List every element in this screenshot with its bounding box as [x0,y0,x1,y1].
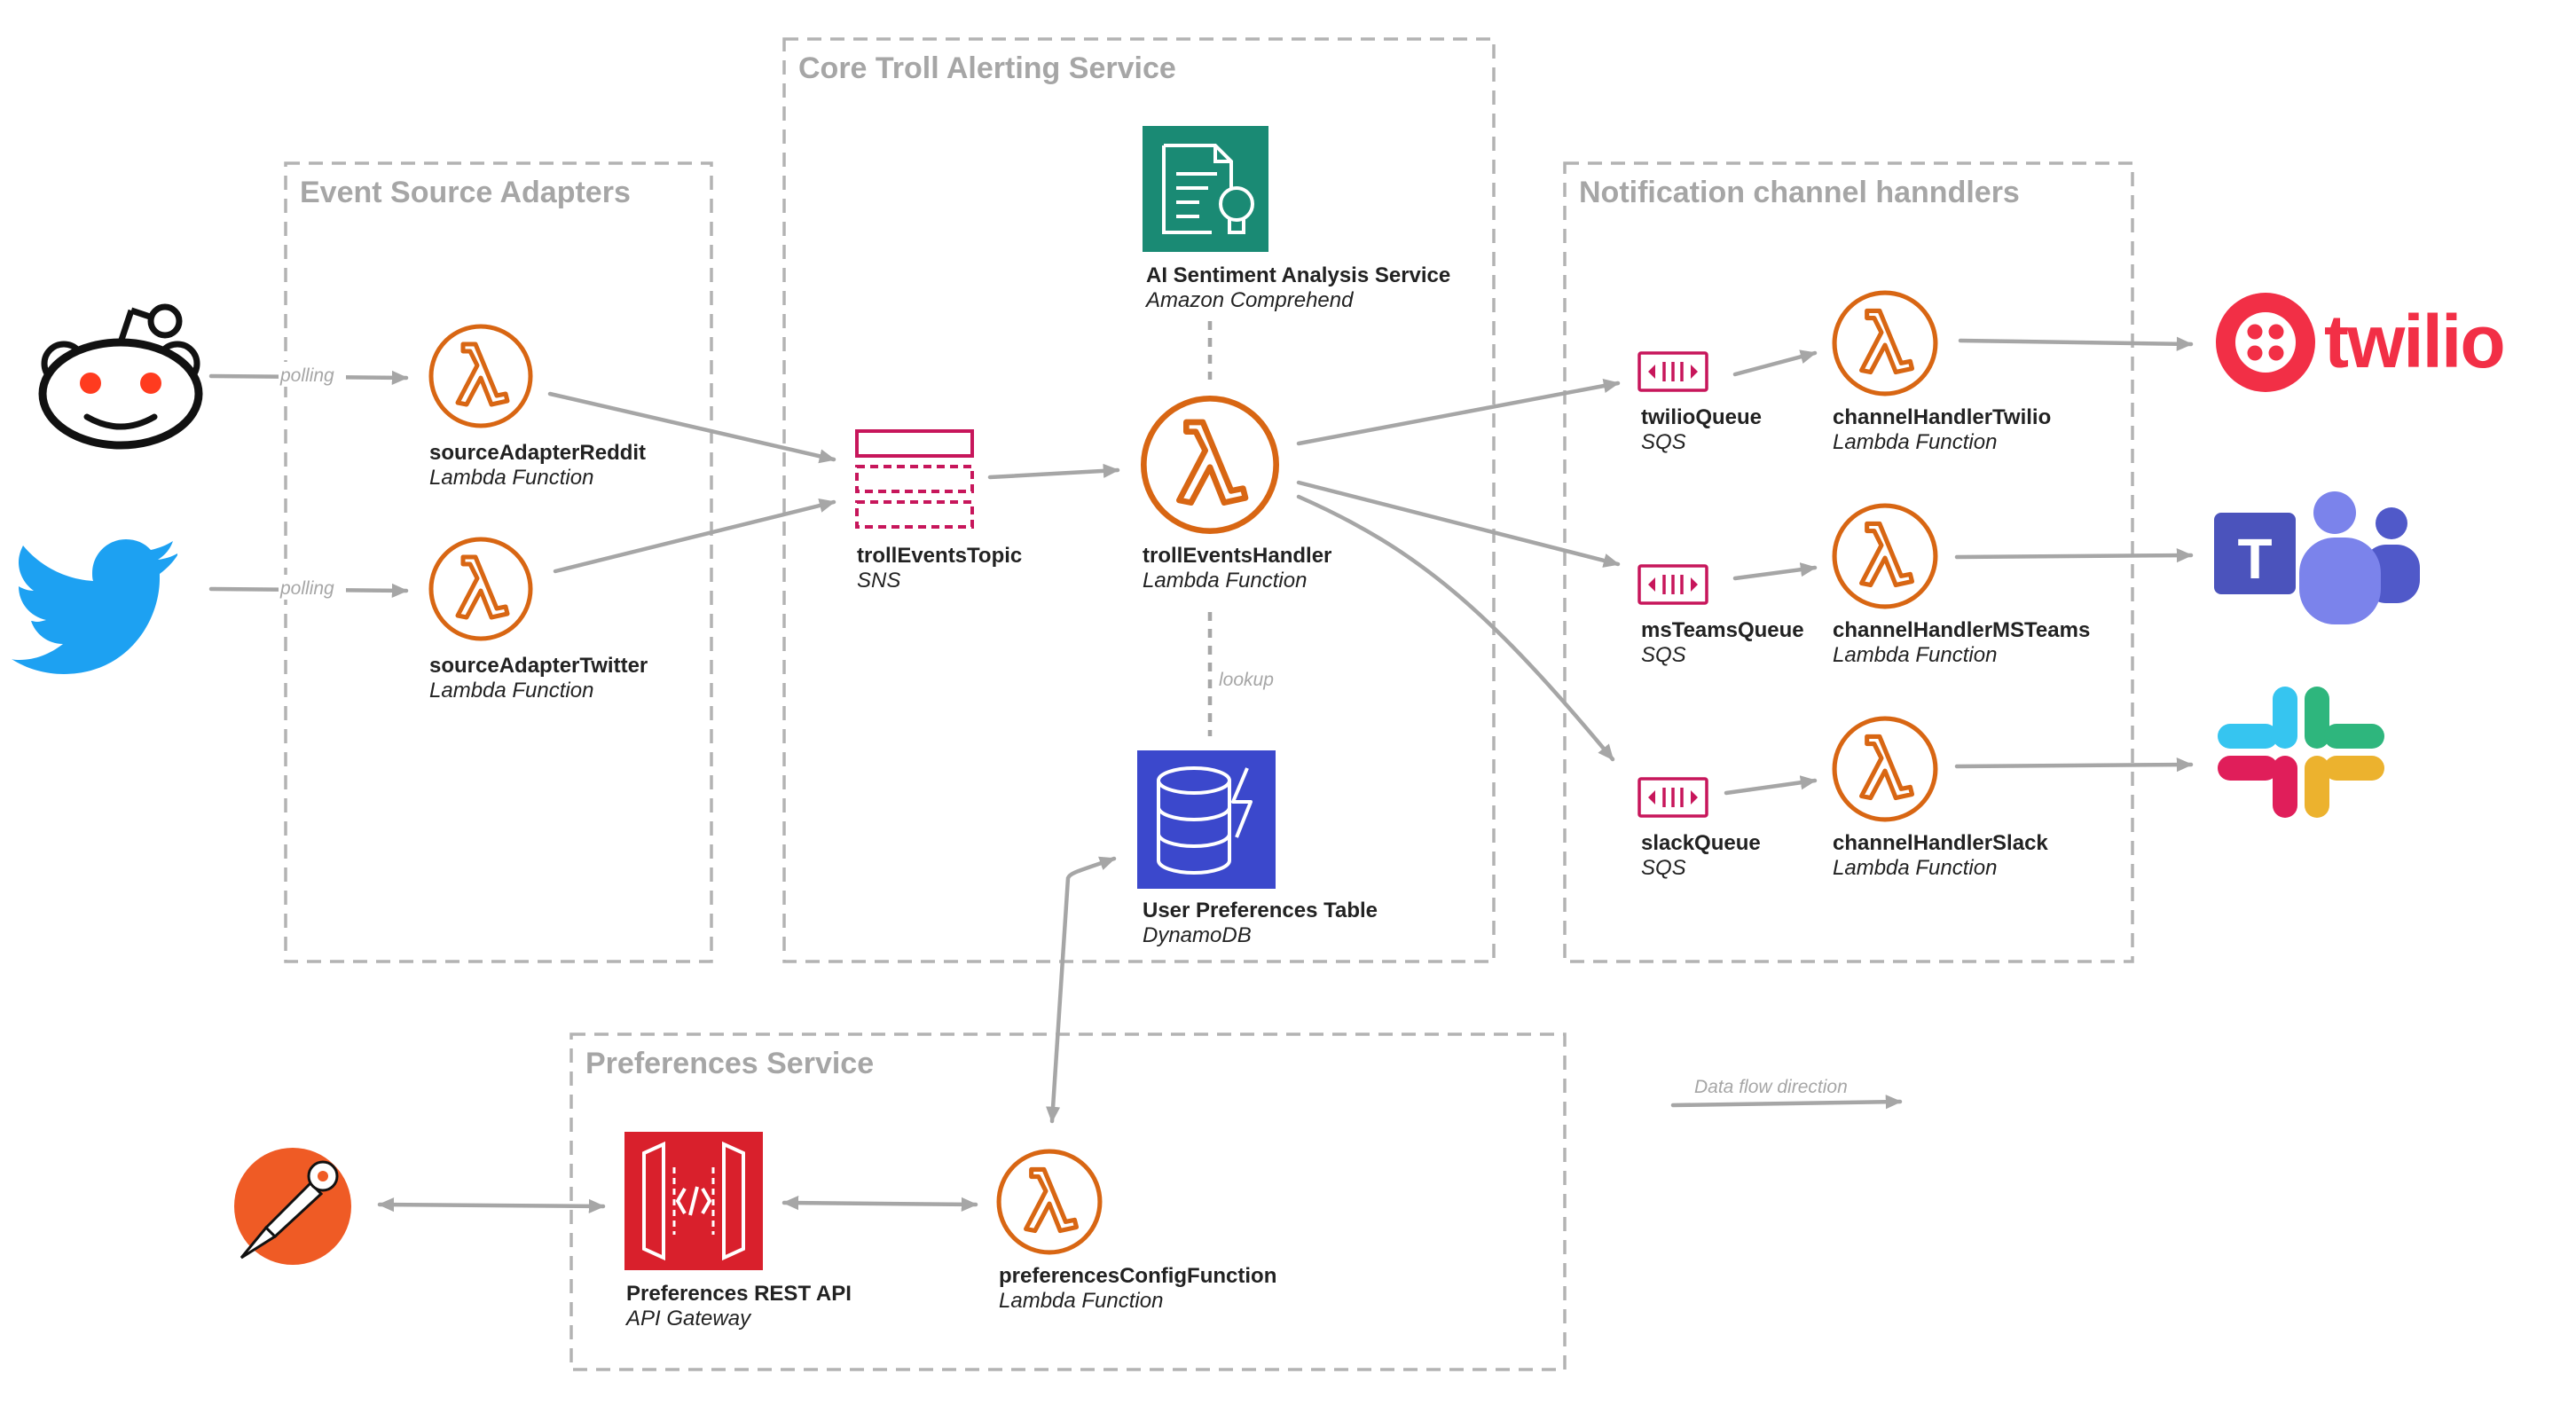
lambda-icon [1143,398,1276,530]
node-subtitle: SQS [1641,430,1686,454]
edge-topic-to-handler [987,463,1120,480]
source-adapter-reddit: sourceAdapterReddit Lambda Function [429,326,646,490]
edge-postman-api [377,1197,606,1213]
teams-letter: T [2237,527,2272,591]
lambda-icon [431,326,530,426]
edge-handler-msteams-to-teams [1954,548,2194,563]
node-title: sourceAdapterReddit [429,441,646,465]
sns-icon [855,429,974,529]
node-subtitle: Lambda Function [1833,643,1997,667]
troll-events-topic: trollEventsTopic SNS [855,429,1022,593]
edge-handler-slack-to-slack [1954,757,2194,773]
edge-source-reddit-to-topic [547,391,836,464]
node-title: twilioQueue [1641,405,1762,429]
twilio-queue: twilioQueue SQS [1637,351,1762,454]
legend-data-flow-label: Data flow direction [1694,1077,1848,1097]
edge-label-lookup: lookup [1219,670,1274,690]
sqs-icon [1637,351,1708,392]
source-adapter-twitter: sourceAdapterTwitter Lambda Function [429,539,648,702]
group-notification: Notification channel hanndlers [1563,161,2134,963]
node-subtitle: SNS [857,569,900,593]
edge-twilio-queue-to-handler [1732,349,1818,377]
group-title-notification: Notification channel hanndlers [1579,176,2020,209]
node-subtitle: SQS [1641,856,1686,880]
node-title: channelHandlerSlack [1833,831,2048,855]
svg-text:polling: polling [279,578,334,599]
node-subtitle: DynamoDB [1143,923,1252,947]
dynamodb-icon [1137,750,1276,889]
reddit-logo-icon [38,303,203,450]
lambda-icon [999,1151,1100,1252]
legend-arrow [1670,1095,1903,1110]
node-title: trollEventsHandler [1143,544,1331,568]
ms-teams-logo-icon [2214,491,2420,624]
node-subtitle: Lambda Function [1143,569,1307,593]
node-title: Preferences REST API [626,1282,852,1306]
node-title: slackQueue [1641,831,1761,855]
node-title: channelHandlerTwilio [1833,405,2051,429]
ai-sentiment-analysis: AI Sentiment Analysis Service Amazon Com… [1143,126,1450,312]
twilio-wordmark: twilio [2324,300,2504,383]
node-subtitle: API Gateway [624,1307,752,1330]
svg-text:polling: polling [279,365,334,386]
slack-queue: slackQueue SQS [1637,777,1761,880]
node-title: preferencesConfigFunction [999,1264,1276,1288]
node-subtitle: Amazon Comprehend [1144,288,1354,312]
sqs-icon [1637,564,1708,605]
node-title: AI Sentiment Analysis Service [1146,263,1450,287]
group-event-source: Event Source Adapters [284,161,713,963]
group-title-core: Core Troll Alerting Service [798,51,1176,85]
edge-label-polling-twitter: polling [279,575,346,600]
node-title: User Preferences Table [1143,899,1378,922]
channel-handler-msteams: channelHandlerMSTeams Lambda Function [1833,506,2090,667]
node-subtitle: SQS [1641,643,1686,667]
edge-handler-twilio-to-twilio [1958,336,2194,351]
lambda-icon [1834,718,1936,820]
slack-logo-icon [2218,687,2384,818]
lambda-icon [1834,506,1936,607]
node-subtitle: Lambda Function [999,1289,1163,1313]
troll-events-handler: trollEventsHandler Lambda Function [1143,398,1331,593]
edge-handler-to-twilio-queue [1296,379,1621,446]
sqs-icon [1637,777,1708,818]
node-title: channelHandlerMSTeams [1833,618,2090,642]
channel-handler-twilio: channelHandlerTwilio Lambda Function [1833,293,2051,454]
edge-source-twitter-to-topic [553,498,836,574]
group-title-event-source: Event Source Adapters [300,176,631,209]
edge-api-function [781,1196,978,1212]
msteams-queue: msTeamsQueue SQS [1637,564,1804,667]
twilio-logo-icon [2216,293,2315,392]
edge-label-polling-reddit: polling [279,362,346,387]
node-title: sourceAdapterTwitter [429,654,648,678]
lambda-icon [1834,293,1936,394]
node-title: trollEventsTopic [857,544,1022,568]
node-subtitle: Lambda Function [429,466,593,490]
edge-handler-to-msteams-queue [1296,480,1621,568]
api-gateway-icon [624,1132,763,1270]
node-subtitle: Lambda Function [1833,430,1997,454]
channel-handler-slack: channelHandlerSlack Lambda Function [1833,718,2048,880]
group-core: Core Troll Alerting Service [782,37,1496,963]
edge-msteams-queue-to-handler [1732,562,1818,581]
postman-logo-icon [234,1148,351,1265]
edge-slack-queue-to-handler [1724,775,1818,796]
node-subtitle: Lambda Function [429,679,593,702]
edge-function-table [1045,856,1117,1124]
lambda-icon [431,539,530,639]
twitter-logo-icon [12,539,177,674]
node-subtitle: Lambda Function [1833,856,1997,880]
node-title: msTeamsQueue [1641,618,1804,642]
preferences-config-function: preferencesConfigFunction Lambda Functio… [999,1151,1276,1313]
user-preferences-table: User Preferences Table DynamoDB [1137,750,1378,947]
edge-handler-to-slack-queue [1296,494,1615,762]
group-title-preferences: Preferences Service [585,1047,874,1080]
preferences-rest-api: Preferences REST API API Gateway [624,1132,852,1330]
comprehend-icon [1143,126,1268,252]
